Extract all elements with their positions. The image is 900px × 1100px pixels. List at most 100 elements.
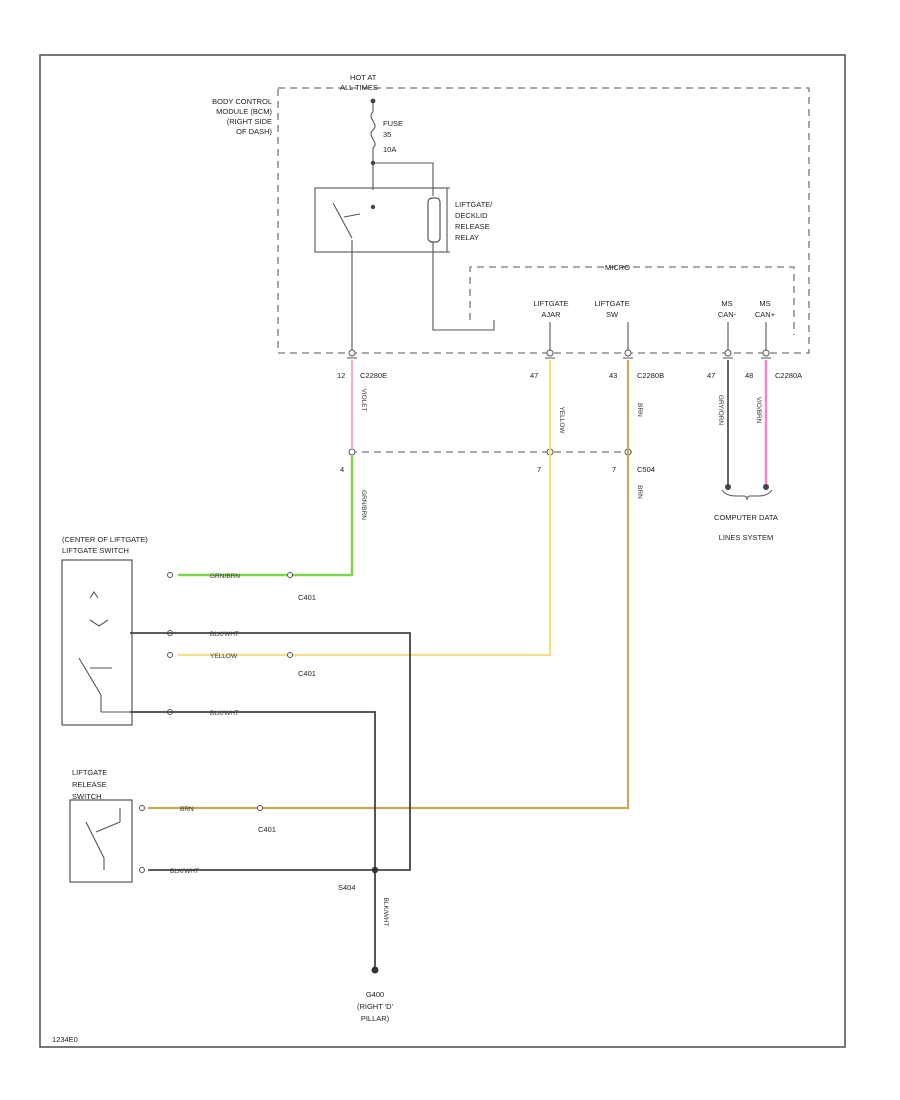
relay-coil-icon [427, 197, 441, 243]
fuse-top-dot [370, 98, 376, 104]
relay-to-micro-line [432, 242, 495, 331]
diagram-id-label: 1234E0 [52, 1035, 78, 1044]
fuse-label: FUSE 35 10A [383, 119, 403, 154]
connector-pin-sw [623, 349, 633, 359]
svg-text:CAN+: CAN+ [755, 310, 776, 319]
bcm-name-label: BODY CONTROL MODULE (BCM) (RIGHT SIDE OF… [212, 97, 272, 136]
svg-text:SW: SW [606, 310, 619, 319]
svg-text:PILLAR): PILLAR) [361, 1014, 390, 1023]
liftgate-switch-contact-icon [78, 657, 102, 696]
svg-text:MODULE (BCM): MODULE (BCM) [216, 107, 272, 116]
splice-s404-dot [371, 866, 379, 874]
liftgate-release-switch-label: LIFTGATE RELEASE SWITCH [72, 768, 107, 801]
svg-text:(RIGHT 'D': (RIGHT 'D' [357, 1002, 394, 1011]
connector-pin-can-plus [761, 349, 771, 359]
svg-text:LINES SYSTEM: LINES SYSTEM [719, 533, 774, 542]
relay-switch-arm-icon [332, 202, 353, 239]
svg-text:FUSE: FUSE [383, 119, 403, 128]
wire-violet-label: VIOLET [360, 388, 367, 411]
connector-pin-can-minus [723, 349, 733, 359]
svg-text:CAN-: CAN- [718, 310, 737, 319]
c504-pin-4 [348, 448, 356, 456]
pin-43-label: 43 [609, 371, 617, 380]
fuse-icon [370, 103, 376, 190]
c401-label-a: C401 [298, 593, 316, 602]
bcm-boundary [277, 87, 810, 354]
c401-terminals [167, 572, 293, 715]
svg-text:LIFTGATE: LIFTGATE [594, 299, 629, 308]
wire-brown-label: BRN [636, 403, 643, 417]
svg-text:DECKLID: DECKLID [455, 211, 488, 220]
wire-brown [148, 360, 630, 810]
wire-pink-label: VIO/BRN [755, 397, 762, 424]
computer-data-brace [721, 489, 773, 501]
wire-black-release-label: BLK/WHT [170, 868, 199, 875]
wire-black-lower [130, 711, 376, 970]
svg-text:RELEASE: RELEASE [72, 780, 107, 789]
diagram-frame [39, 54, 846, 1048]
wire-green [178, 456, 354, 577]
pin-12-label: 12 [337, 371, 345, 380]
release-switch-link [95, 821, 121, 833]
svg-text:RELEASE: RELEASE [455, 222, 490, 231]
micro-boundary [469, 266, 795, 335]
relay-contact-dot [370, 204, 376, 210]
pin-48-label: 48 [745, 371, 753, 380]
svg-text:COMPUTER DATA: COMPUTER DATA [714, 513, 778, 522]
connector-c2280a-label: C2280A [775, 371, 802, 380]
wire-green-horizontal-label: GRN/BRN [210, 573, 240, 580]
wire-green-vertical-label: GRN/BRN [360, 490, 367, 520]
liftgate-release-switch-box [69, 799, 133, 883]
release-switch-contact-icon [85, 821, 105, 859]
relay-arm-link [343, 213, 361, 218]
svg-text:AJAR: AJAR [541, 310, 561, 319]
svg-text:35: 35 [383, 130, 391, 139]
wire-gray-label: GRY/ORN [717, 395, 724, 426]
splice-s404-label: S404 [338, 883, 356, 892]
c401-label-c: C401 [258, 825, 276, 834]
svg-text:ALL TIMES: ALL TIMES [340, 83, 378, 92]
release-switch-terminals [139, 805, 263, 873]
c401-label-b: C401 [298, 669, 316, 678]
c504-pin-7b-label: 7 [612, 465, 616, 474]
svg-text:MS: MS [759, 299, 770, 308]
svg-text:LIFTGATE/: LIFTGATE/ [455, 200, 493, 209]
wire-black-lower-label: BLK/WHT [210, 710, 239, 717]
micro-label: MICRO [605, 263, 630, 272]
connector-c504-label: C504 [637, 465, 655, 474]
wire-black-upper-label: BLK/WHT [210, 631, 239, 638]
svg-text:MS: MS [721, 299, 732, 308]
connector-pin-ajar [545, 349, 555, 359]
relay-box [314, 187, 448, 253]
liftgate-switch-label: (CENTER OF LIFTGATE) LIFTGATE SWITCH [62, 535, 148, 555]
wire-black-upper [130, 632, 411, 871]
connector-c2280b-label: C2280B [637, 371, 664, 380]
wire-yellow-horizontal-label: YELLOW [210, 653, 238, 660]
pin-47b-label: 47 [707, 371, 715, 380]
wire-brown-lower-label: BRN [636, 485, 643, 499]
ground-g400-label: G400 (RIGHT 'D' PILLAR) [357, 990, 394, 1023]
c504-pin-4-label: 4 [340, 465, 344, 474]
computer-data-lines-label: COMPUTER DATA LINES SYSTEM [714, 513, 778, 542]
wire-black-vertical-label: BLK/WHT [382, 898, 389, 927]
liftgate-switch-box [61, 559, 133, 726]
svg-text:OF DASH): OF DASH) [236, 127, 272, 136]
svg-text:LIFTGATE: LIFTGATE [533, 299, 568, 308]
pin-47-label: 47 [530, 371, 538, 380]
wire-yellow-label: YELLOW [558, 406, 565, 434]
relay-label: LIFTGATE/ DECKLID RELEASE RELAY [455, 200, 493, 242]
svg-text:RELAY: RELAY [455, 233, 479, 242]
c504-pin-7-label: 7 [537, 465, 541, 474]
svg-text:(CENTER OF LIFTGATE): (CENTER OF LIFTGATE) [62, 535, 148, 544]
svg-text:LIFTGATE SWITCH: LIFTGATE SWITCH [62, 546, 129, 555]
relay-coil-feed [373, 162, 434, 196]
svg-text:G400: G400 [366, 990, 384, 999]
wire-yellow [178, 360, 552, 657]
svg-text:HOT AT: HOT AT [350, 73, 377, 82]
connector-c2280e-label: C2280E [360, 371, 387, 380]
svg-text:(RIGHT SIDE: (RIGHT SIDE [227, 117, 272, 126]
input-ms-can-minus-label: MS CAN- [718, 299, 737, 319]
svg-text:SWITCH: SWITCH [72, 792, 102, 801]
ground-g400-icon [371, 966, 379, 974]
